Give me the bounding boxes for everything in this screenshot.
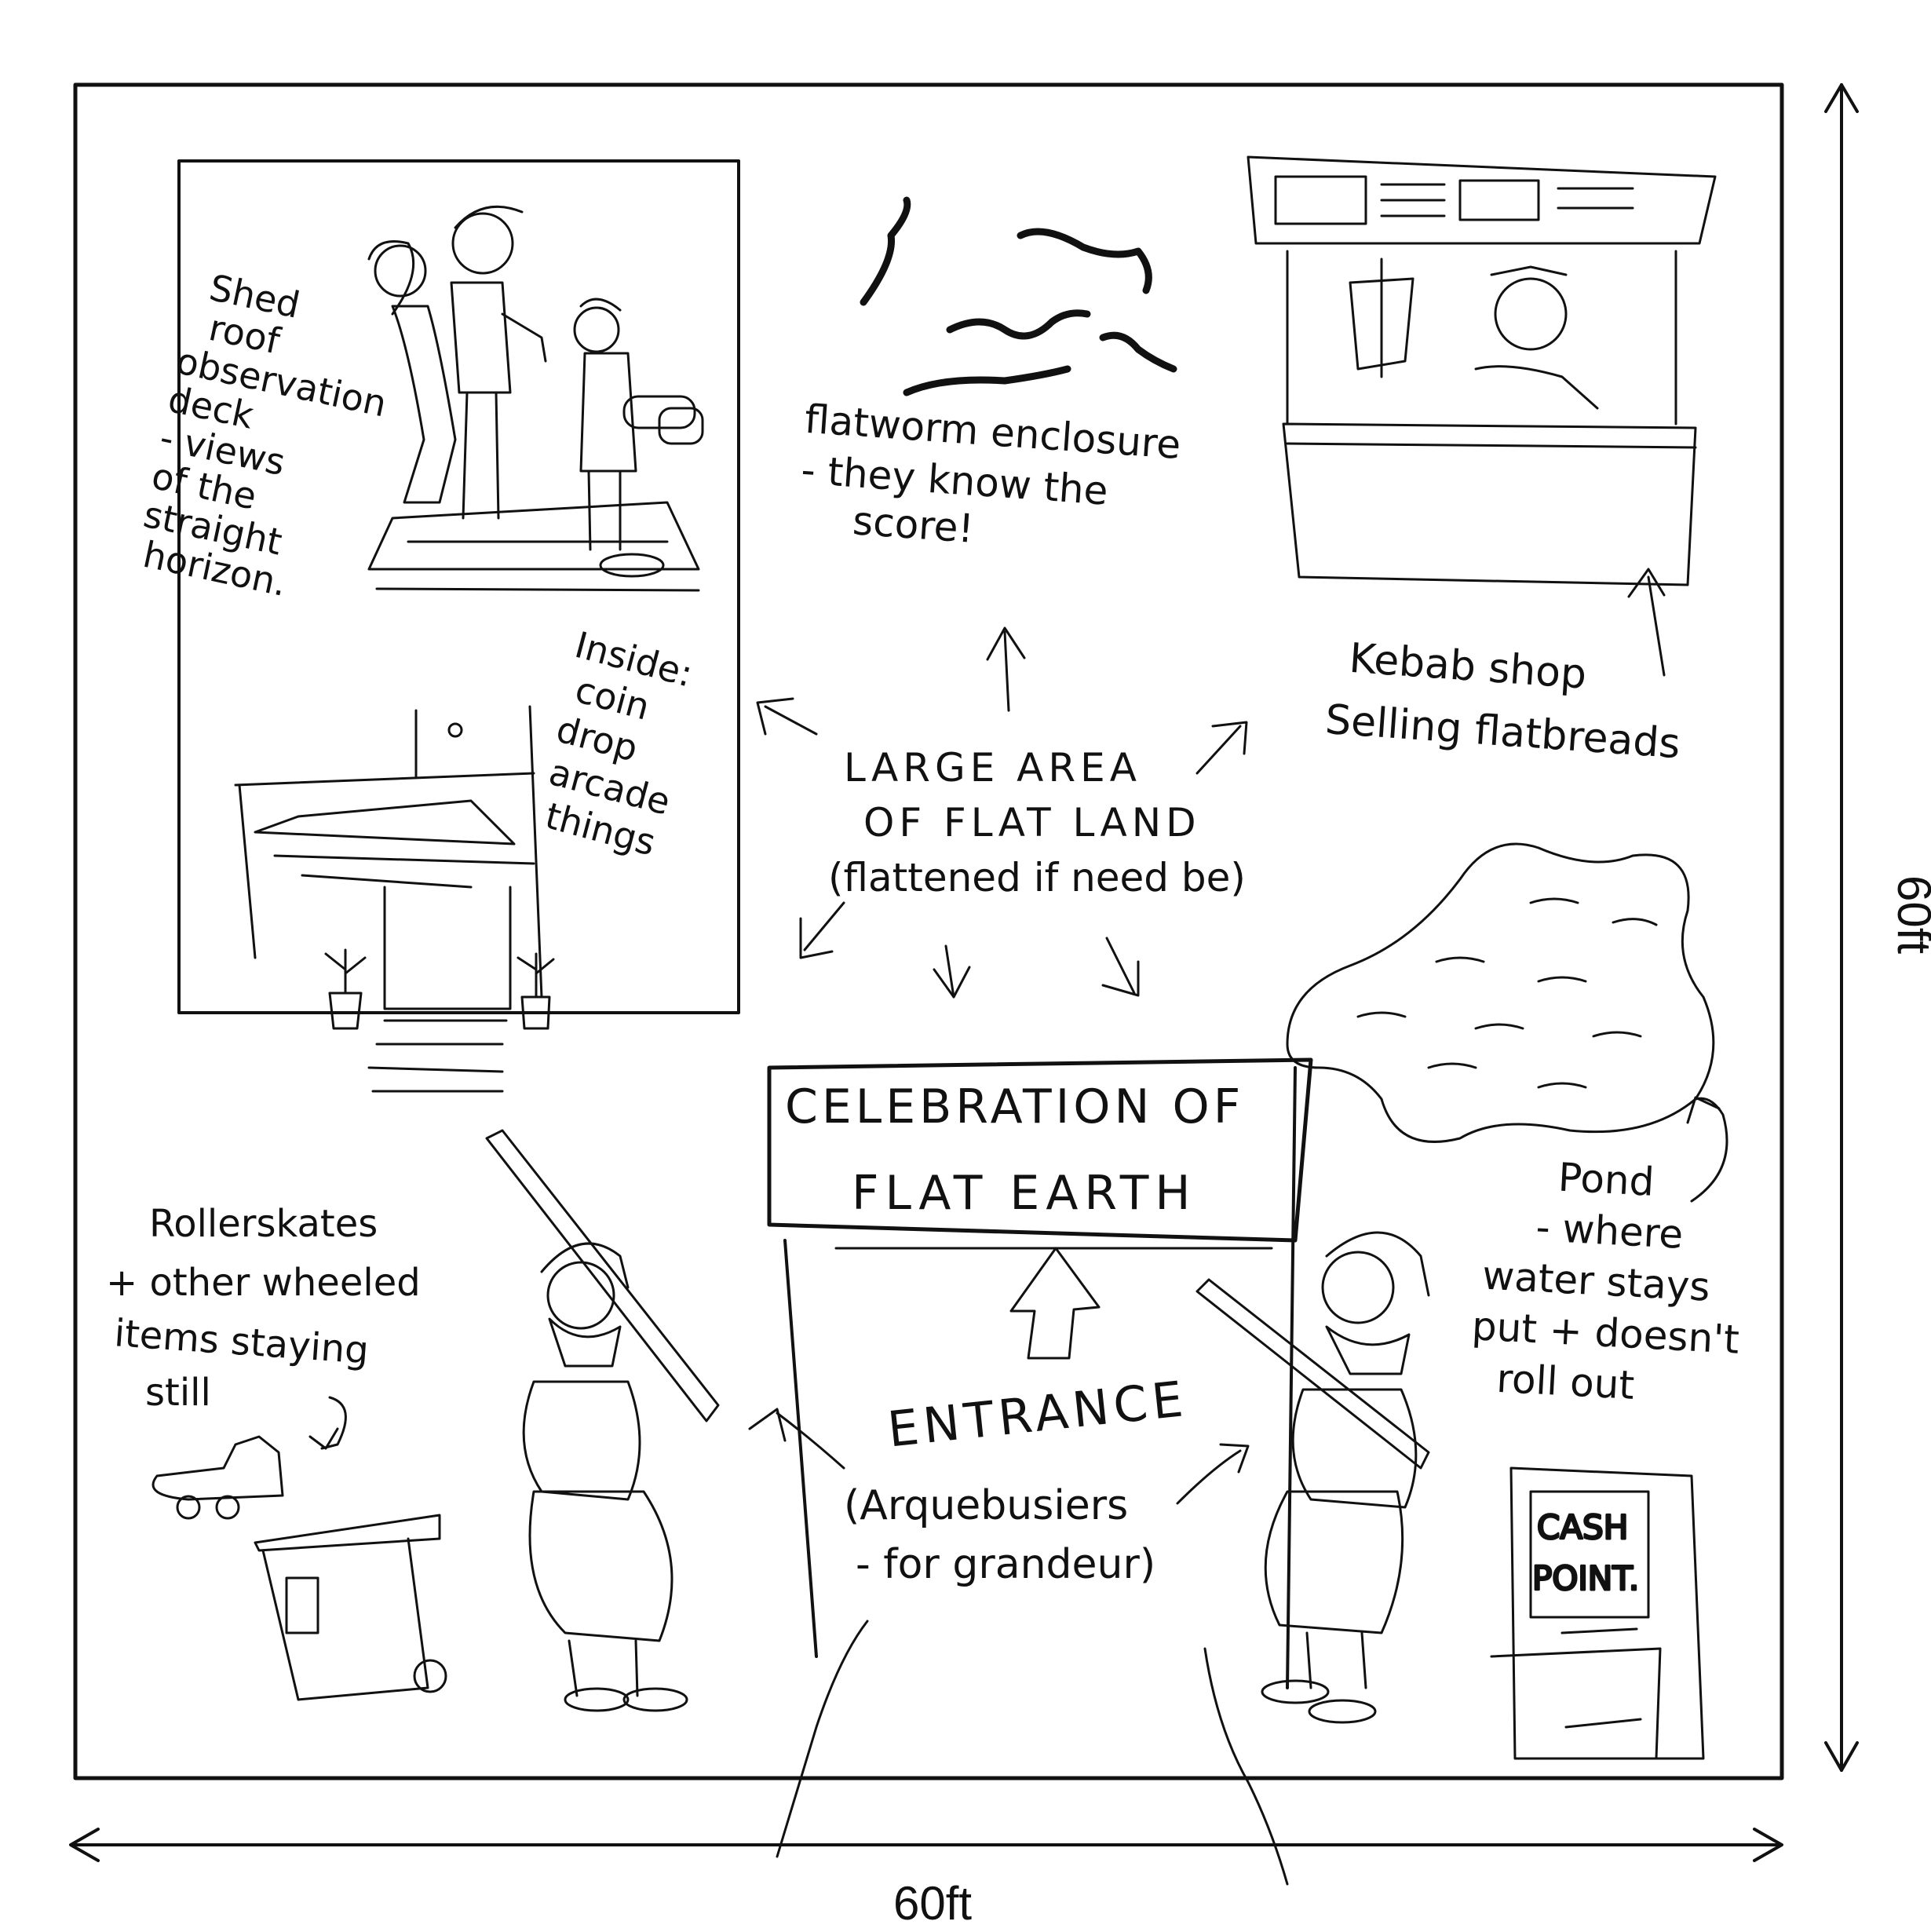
rollerskates-line-2: + other wheeled [106,1261,421,1305]
cashpoint-line-2: POINT. [1532,1559,1639,1598]
cashpoint-drawing: CASH POINT. [1490,1466,1705,1760]
flat-land-line-2: OF FLAT LAND [863,800,1201,845]
entrance-line-1: (Arquebusiers [844,1482,1128,1529]
pond-label-line-2: - where [1535,1204,1684,1258]
entrance-title: ENTRANCE [885,1370,1190,1459]
pond-arrow [1686,1096,1728,1203]
entrance-arrow [1009,1247,1101,1360]
width-dimension: 60ft [69,1828,1783,1930]
arcade-label: Inside: coin drop arcade things [541,623,697,864]
site-boundary [73,82,1784,1780]
flat-land-arrows [756,626,1248,999]
observation-deck-people-drawing [367,205,704,592]
rollerskates-line-3: items staying [113,1311,371,1373]
sign-line-2: FLAT EARTH [852,1166,1196,1221]
flatworms-drawing [860,196,1177,396]
flat-land-line-1: LARGE AREA [844,745,1141,791]
pond-drawing [1286,842,1715,1143]
pond-label-line-4: put + doesn't [1471,1303,1740,1363]
flat-land-line-3: (flattened if need be) [828,855,1246,900]
rollerskates-line-4: still [145,1371,211,1415]
width-label: 60ft [893,1877,972,1930]
arquebusier-right-drawing [1195,1231,1430,1724]
kebab-label-line-1: Kebab shop [1348,635,1588,699]
shed-label: Shed roof observation deck - views of th… [140,266,391,604]
entrance-path-lines [748,1408,1289,1886]
entrance-line-2: - for grandeur) [856,1541,1155,1588]
coin-drop-arcade-drawing [234,705,555,1093]
rollerskates-line-1: Rollerskates [149,1202,378,1246]
shed-box [177,159,740,1014]
pond-label-line-1: Pond [1557,1155,1655,1205]
height-label: 60ft [1888,875,1931,954]
cashpoint-line-1: CASH [1537,1508,1628,1547]
celebration-sign: CELEBRATION OF FLAT EARTH [767,1057,1313,1689]
pond-label: Pond - where water stays put + doesn't r… [1471,1155,1740,1408]
flatworm-label-line-3: score! [851,498,975,552]
flat-land-label: LARGE AREA OF FLAT LAND (flattened if ne… [828,745,1246,900]
kebab-label: Kebab shop Selling flatbreads [1323,635,1681,769]
kebab-shop-drawing [1247,155,1717,586]
kebab-label-line-2: Selling flatbreads [1323,696,1681,768]
flatworm-label: flatworm enclosure - they know the score… [800,396,1182,552]
height-dimension: 60ft [1824,83,1931,1772]
rollerskates-label: Rollerskates + other wheeled items stayi… [106,1202,421,1415]
rollerskate-wheelie-bin-drawing [151,1396,447,1701]
pond-label-line-5: roll out [1495,1356,1635,1408]
sign-line-1: CELEBRATION OF [785,1079,1244,1134]
pond-label-line-3: water stays [1481,1253,1711,1310]
kebab-arrow [1627,568,1666,677]
arquebusier-left-drawing [485,1129,720,1712]
entrance-label: ENTRANCE (Arquebusiers - for grandeur) [844,1370,1190,1588]
